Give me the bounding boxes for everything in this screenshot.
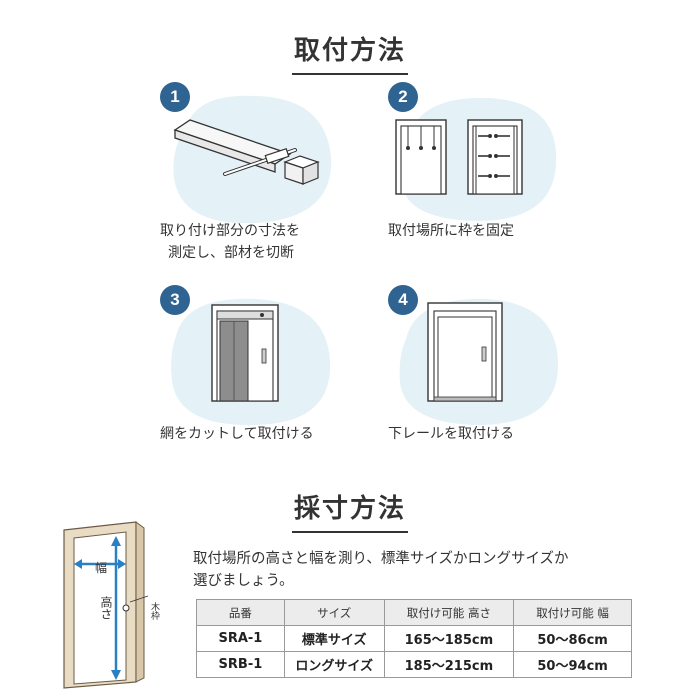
title-underline <box>292 73 408 75</box>
step-1-caption: 取り付け部分の寸法を 測定し、部材を切断 <box>160 220 400 264</box>
step-number-badge: 2 <box>388 82 418 112</box>
title-underline <box>292 531 408 533</box>
step-number-badge: 3 <box>160 285 190 315</box>
width-label: 幅 <box>95 560 107 575</box>
cell-product-code: SRA-1 <box>196 625 285 652</box>
intro-line-1: 取付場所の高さと幅を測り、標準サイズかロングサイズか <box>193 551 569 567</box>
measure-title-text: 採寸方法 <box>293 494 406 524</box>
intro-line-2: 選びましょう。 <box>193 573 294 589</box>
step-2-caption: 取付場所に枠を固定 <box>388 220 628 242</box>
cell-size: ロングサイズ <box>283 651 385 678</box>
step-4-caption-line-1: 下レールを取付ける <box>388 426 514 442</box>
header-width-range: 取付け可能 幅 <box>513 599 632 626</box>
install-section-title: 取付方法 <box>0 30 700 75</box>
step-3-caption-line-1: 網をカットして取付ける <box>160 426 314 442</box>
cell-size: 標準サイズ <box>283 625 385 652</box>
measure-intro-text: 取付場所の高さと幅を測り、標準サイズかロングサイズか 選びましょう。 <box>193 548 653 592</box>
step-1-caption-line-1: 取り付け部分の寸法を <box>160 223 300 239</box>
header-height-range: 取付け可能 高さ <box>383 599 515 626</box>
frame-fix-illustration <box>395 119 523 195</box>
header-product-code: 品番 <box>196 599 285 626</box>
saw-cut-illustration <box>173 119 320 185</box>
door-frame-measure-illustration: 幅 高さ 木枠 <box>63 521 160 689</box>
step-2-caption-line-1: 取付場所に枠を固定 <box>388 223 514 239</box>
net-install-illustration <box>211 304 279 402</box>
rail-install-illustration <box>427 302 503 402</box>
height-label: 高さ <box>99 595 113 620</box>
step-number-badge: 4 <box>388 285 418 315</box>
cell-height-range: 165〜185cm <box>383 625 515 652</box>
step-1-caption-line-2: 測定し、部材を切断 <box>168 245 294 261</box>
cell-product-code: SRB-1 <box>196 651 285 678</box>
table-row: SRB-1 ロングサイズ 185〜215cm 50〜94cm <box>196 651 632 678</box>
step-number-badge: 1 <box>160 82 190 112</box>
cell-width-range: 50〜94cm <box>513 651 632 678</box>
measure-section-title: 採寸方法 <box>0 488 700 533</box>
frame-label: 木枠 <box>149 601 160 621</box>
step-3-caption: 網をカットして取付ける <box>160 423 400 445</box>
table-row: SRA-1 標準サイズ 165〜185cm 50〜86cm <box>196 625 632 652</box>
install-title-text: 取付方法 <box>293 36 406 66</box>
cell-height-range: 185〜215cm <box>383 651 515 678</box>
cell-width-range: 50〜86cm <box>513 625 632 652</box>
header-size: サイズ <box>283 599 385 626</box>
size-table: 品番 サイズ 取付け可能 高さ 取付け可能 幅 SRA-1 標準サイズ 165〜… <box>196 599 632 678</box>
step-4-caption: 下レールを取付ける <box>388 423 628 445</box>
table-header-row: 品番 サイズ 取付け可能 高さ 取付け可能 幅 <box>196 599 632 626</box>
